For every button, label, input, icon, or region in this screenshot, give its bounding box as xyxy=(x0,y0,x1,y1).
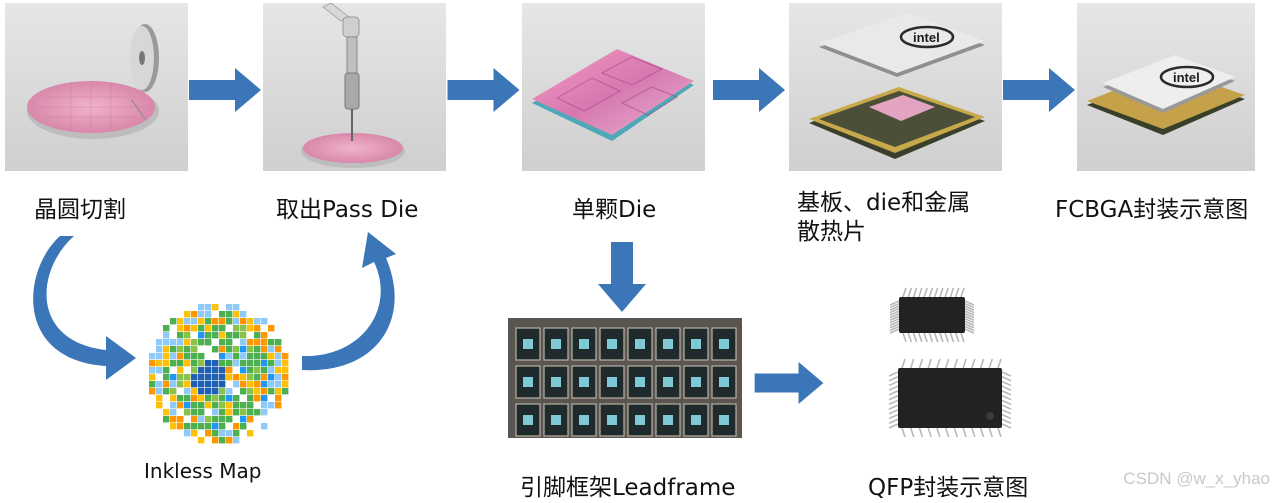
label-qfp: QFP封装示意图 xyxy=(868,474,1028,503)
arrow-right-2 xyxy=(447,68,520,112)
qfp-chips-image xyxy=(862,280,1032,450)
pick-die-photo xyxy=(263,3,446,171)
substrate-exploded-photo: intel xyxy=(789,3,1002,171)
label-inkless-map: Inkless Map xyxy=(144,457,261,486)
arrow-right-4 xyxy=(1003,68,1075,112)
single-die-photo xyxy=(522,3,705,171)
label-substrate-line1: 基板、die和金属 xyxy=(797,189,970,218)
curved-arrow-down xyxy=(28,232,138,382)
label-fcbga: FCBGA封装示意图 xyxy=(1055,196,1248,225)
label-substrate-line2: 散热片 xyxy=(797,218,866,247)
label-pick-die: 取出Pass Die xyxy=(276,196,418,225)
label-single-die: 单颗Die xyxy=(572,196,656,225)
curved-arrow-up xyxy=(302,228,410,374)
arrow-right-3 xyxy=(712,68,786,112)
label-wafer-cut: 晶圆切割 xyxy=(34,196,126,225)
svg-text:intel: intel xyxy=(913,30,940,45)
wafer-map-image xyxy=(136,298,302,450)
arrow-right-bottom xyxy=(752,362,826,404)
arrow-down xyxy=(598,242,646,312)
fcbga-photo: intel xyxy=(1077,3,1255,171)
wafer-cutting-photo xyxy=(5,3,188,171)
arrow-right-1 xyxy=(189,68,261,112)
svg-text:intel: intel xyxy=(1173,70,1200,85)
leadframe-photo xyxy=(508,318,742,438)
label-leadframe: 引脚框架Leadframe xyxy=(520,474,735,503)
watermark: CSDN @w_x_yhao xyxy=(1123,469,1270,489)
